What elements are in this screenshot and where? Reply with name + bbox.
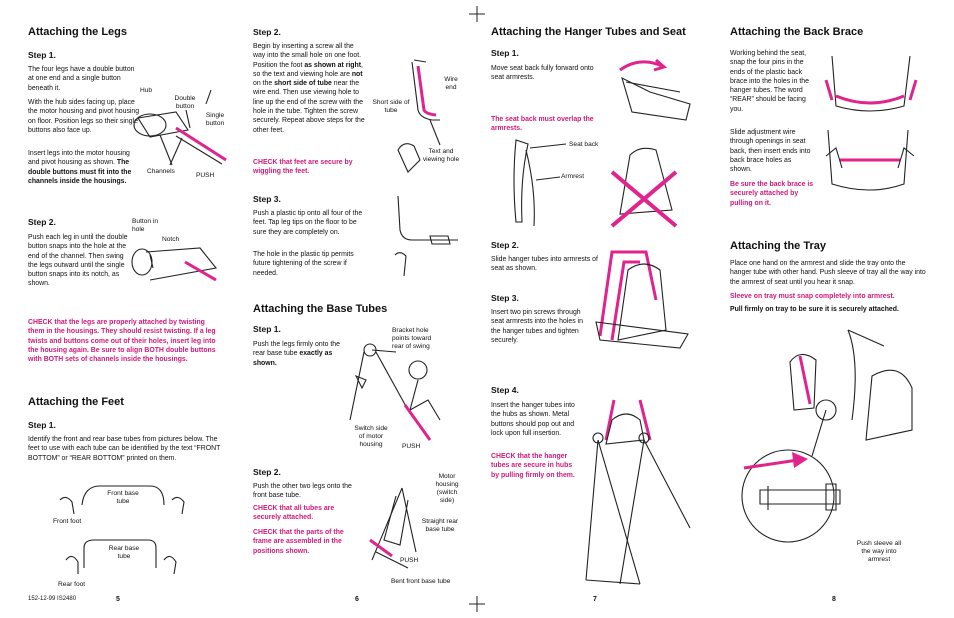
label-front-foot: Front foot xyxy=(53,518,82,525)
label-button-in-hole: Button in hole xyxy=(132,218,159,233)
label-push: PUSH xyxy=(196,172,215,179)
feet-step3-text1: Push a plastic tip onto all four of the … xyxy=(253,210,363,236)
legs-step1-text1: The four legs have a double button at on… xyxy=(28,66,135,92)
label-rear-base-tube: Rear base tube xyxy=(108,545,140,560)
legs-step1-text2: With the hub sides facing up, place the … xyxy=(28,99,140,134)
label-seat-back: Seat back xyxy=(569,141,599,148)
label-double-button: Double button xyxy=(174,95,196,110)
base-step2-heading: Step 2. xyxy=(253,467,281,477)
label-channels: Channels xyxy=(147,168,175,175)
label-straight-rear-base-tube: Straight rear base tube xyxy=(421,518,459,533)
base-check2: CHECK that the parts of the frame are as… xyxy=(253,529,344,555)
feet-step1-heading: Step 1. xyxy=(28,420,56,430)
legs-step2-heading: Step 2. xyxy=(28,217,56,227)
legs-step1-text3: Insert legs into the motor housing and p… xyxy=(28,150,132,185)
back-brace-heading: Attaching the Back Brace xyxy=(730,26,864,38)
back-brace-text1: Working behind the seat, snap the four p… xyxy=(730,50,809,113)
label-short-side-of-tube: Short side of tube xyxy=(372,99,410,114)
feet-step2-heading: Step 2. xyxy=(253,27,281,37)
hanger-tubes-heading: Attaching the Hanger Tubes and Seat xyxy=(491,26,686,38)
feet-step2-text: Begin by inserting a screw all the way i… xyxy=(253,43,365,134)
hanger-step4-text: Insert the hanger tubes into the hubs as… xyxy=(491,402,575,437)
legs-step2-text: Push each leg in until the double button… xyxy=(28,234,128,288)
hanger-step3-text: Insert two pin screws through seat armre… xyxy=(491,309,583,344)
label-armrest: Armrest xyxy=(561,173,585,180)
base-tubes-heading: Attaching the Base Tubes xyxy=(253,303,388,315)
label-hub: Hub xyxy=(140,87,153,94)
label-rear-foot: Rear foot xyxy=(58,581,86,588)
back-brace-check: Be sure the back brace is securely attac… xyxy=(730,181,814,207)
hanger-step4-heading: Step 4. xyxy=(491,385,519,395)
base-step1-text: Push the legs firmly onto the rear base … xyxy=(253,341,340,367)
hanger-step2-heading: Step 2. xyxy=(491,240,519,250)
page-number-7: 7 xyxy=(593,596,597,603)
page-number-8: 8 xyxy=(832,596,836,603)
hanger-step1-heading: Step 1. xyxy=(491,48,519,58)
footer-code: 152-12-99 IS2480 xyxy=(28,596,77,602)
label-push-base: PUSH xyxy=(402,443,421,450)
tray-heading: Attaching the Tray xyxy=(730,240,826,252)
label-front-base-tube: Front base tube xyxy=(107,490,139,505)
label-notch: Notch xyxy=(162,236,180,243)
label-single-button: Single button xyxy=(205,112,225,127)
base-check1: CHECK that all tubes are securely attach… xyxy=(253,505,335,522)
tray-text1: Place one hand on the armrest and slide … xyxy=(730,260,926,286)
hanger-step1-check: The seat back must overlap the armrests. xyxy=(491,116,594,133)
label-text-and-viewing-hole: Text and viewing hole xyxy=(422,148,460,163)
legs-heading: Attaching the Legs xyxy=(28,26,128,38)
hanger-step1-text: Move seat back fully forward onto seat a… xyxy=(491,65,594,82)
legs-check-note: CHECK that the legs are properly attache… xyxy=(28,319,216,364)
hanger-step3-heading: Step 3. xyxy=(491,293,519,303)
tray-check: Sleeve on tray must snap completely into… xyxy=(730,293,895,300)
label-push-front: PUSH xyxy=(400,557,419,564)
base-step2-text: Push the other two legs onto the front b… xyxy=(253,483,352,500)
tray-text2: Pull firmly on tray to be sure it is sec… xyxy=(730,306,899,313)
hanger-step2-text: Slide hanger tubes into armrests of seat… xyxy=(491,256,598,273)
label-bracket-hole: Bracket hole points toward rear of swing xyxy=(392,327,432,350)
label-wire-end: Wire end xyxy=(444,76,458,91)
label-switch-side: Switch side of motor housing xyxy=(354,425,388,448)
legs-step1-heading: Step 1. xyxy=(28,50,56,60)
feet-step2-check: CHECK that feet are secure by wiggling t… xyxy=(253,159,353,176)
page-number-6: 6 xyxy=(355,596,359,603)
feet-step1-text: Identify the front and rear base tubes f… xyxy=(28,436,221,462)
feet-heading: Attaching the Feet xyxy=(28,396,124,408)
base-step1-heading: Step 1. xyxy=(253,324,281,334)
label-push-sleeve: Push sleeve all the way into armrest xyxy=(856,540,902,563)
back-brace-text2: Slide adjustment wire through openings i… xyxy=(730,129,811,174)
feet-step3-heading: Step 3. xyxy=(253,194,281,204)
label-motor-housing: Motor housing (switch side) xyxy=(435,473,459,504)
feet-step3-text2: The hole in the plastic tip permits futu… xyxy=(253,251,354,277)
page-number-5: 5 xyxy=(116,596,120,603)
hanger-step4-check: CHECK that the hanger tubes are secure i… xyxy=(491,453,575,479)
label-bent-front-base-tube: Bent front base tube xyxy=(391,578,451,585)
